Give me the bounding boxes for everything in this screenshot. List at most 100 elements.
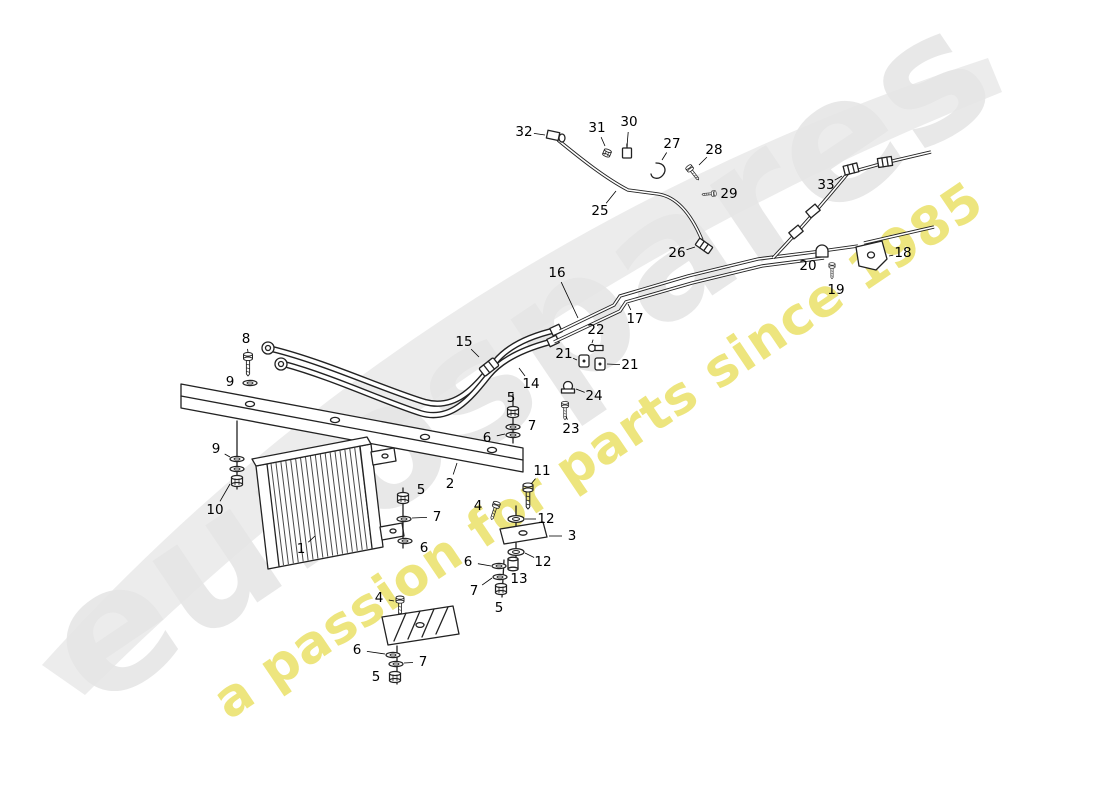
- part-callout-18[interactable]: 18: [894, 245, 911, 261]
- part-callout-24[interactable]: 24: [585, 388, 602, 404]
- washer-7: [505, 423, 521, 431]
- oil-cooler: [251, 436, 405, 570]
- callout-leader: [686, 246, 696, 251]
- pipe-union: [788, 224, 804, 240]
- callout-leader: [518, 367, 526, 377]
- part-callout-19[interactable]: 19: [827, 282, 844, 298]
- washer-7: [388, 660, 404, 668]
- callout-leader: [388, 599, 395, 602]
- callout-leader: [565, 415, 568, 420]
- washer: [229, 465, 245, 473]
- part-callout-21[interactable]: 21: [621, 357, 638, 373]
- callout-leader: [591, 339, 594, 344]
- part-callout-26[interactable]: 26: [668, 245, 685, 261]
- callout-leader: [560, 281, 579, 319]
- part-callout-15[interactable]: 15: [455, 334, 472, 350]
- part-callout-5[interactable]: 5: [495, 600, 504, 616]
- part-callout-30[interactable]: 30: [620, 114, 637, 130]
- part-callout-22[interactable]: 22: [587, 322, 604, 338]
- part-callout-2[interactable]: 2: [446, 476, 455, 492]
- nut-5: [494, 582, 508, 596]
- union-nut-31: [601, 147, 613, 159]
- part-callout-14[interactable]: 14: [522, 376, 539, 392]
- rubber-mount-21: [594, 357, 606, 371]
- callout-leader: [470, 348, 480, 358]
- callout-leader: [219, 483, 231, 502]
- clip-27: [650, 162, 666, 179]
- grommet-12: [507, 514, 525, 524]
- part-callout-9[interactable]: 9: [212, 441, 221, 457]
- callout-leader: [247, 348, 249, 353]
- part-callout-32[interactable]: 32: [515, 124, 532, 140]
- part-callout-1[interactable]: 1: [297, 541, 306, 557]
- part-callout-6[interactable]: 6: [464, 554, 473, 570]
- callout-leader: [627, 303, 632, 311]
- part-callout-20[interactable]: 20: [799, 258, 816, 274]
- part-callout-9[interactable]: 9: [226, 374, 235, 390]
- part-callout-6[interactable]: 6: [483, 430, 492, 446]
- callout-leader: [403, 662, 414, 664]
- callout-leader: [606, 363, 621, 365]
- part-callout-29[interactable]: 29: [720, 186, 737, 202]
- spacer-13: [507, 556, 519, 572]
- part-callout-13[interactable]: 13: [510, 571, 527, 587]
- union-nut-33: [876, 155, 894, 169]
- swoosh-watermark: [42, 58, 1002, 695]
- washer-9: [242, 379, 258, 387]
- callout-leader: [533, 133, 546, 136]
- grommet-12: [507, 547, 525, 557]
- part-callout-8[interactable]: 8: [242, 331, 251, 347]
- part-callout-7[interactable]: 7: [528, 418, 537, 434]
- part-callout-17[interactable]: 17: [626, 311, 643, 327]
- part-callout-4[interactable]: 4: [474, 498, 483, 514]
- part-callout-12[interactable]: 12: [537, 511, 554, 527]
- part-callout-33[interactable]: 33: [817, 177, 834, 193]
- callout-leader: [366, 651, 386, 655]
- callout-leader: [575, 388, 585, 393]
- callout-leader: [600, 136, 606, 147]
- callout-leader: [834, 175, 843, 181]
- callouts: 8991012567576114123121367546751514161722…: [206, 114, 911, 685]
- oil-hoses: [261, 323, 563, 419]
- washer-9: [229, 455, 245, 463]
- part-callout-10[interactable]: 10: [206, 502, 223, 518]
- part-callout-23[interactable]: 23: [562, 421, 579, 437]
- part-callout-27[interactable]: 27: [663, 136, 680, 152]
- part-callout-7[interactable]: 7: [419, 654, 428, 670]
- part-callout-28[interactable]: 28: [705, 142, 722, 158]
- washer-6: [397, 537, 413, 545]
- part-callout-25[interactable]: 25: [591, 203, 608, 219]
- part-callout-12[interactable]: 12: [534, 554, 551, 570]
- part-callout-16[interactable]: 16: [548, 265, 565, 281]
- callout-leader: [661, 152, 668, 161]
- washer-7: [396, 515, 412, 523]
- part-callout-3[interactable]: 3: [568, 528, 577, 544]
- part-callout-11[interactable]: 11: [533, 463, 550, 479]
- part-callout-21[interactable]: 21: [555, 346, 572, 362]
- callout-leader: [411, 517, 428, 519]
- part-callout-7[interactable]: 7: [470, 583, 479, 599]
- part-callout-31[interactable]: 31: [588, 120, 605, 136]
- part-callout-6[interactable]: 6: [353, 642, 362, 658]
- clamp-30: [621, 143, 633, 159]
- callout-leader: [524, 552, 535, 558]
- part-callout-4[interactable]: 4: [375, 590, 384, 606]
- nut-5: [396, 491, 410, 505]
- part-callout-5[interactable]: 5: [372, 669, 381, 685]
- part-callout-5[interactable]: 5: [507, 390, 516, 406]
- callout-leader: [530, 478, 536, 485]
- callout-leader: [572, 357, 578, 361]
- washer-6: [491, 562, 507, 570]
- callout-leader: [698, 156, 708, 166]
- pipe-union: [805, 203, 821, 219]
- clamp-20: [815, 244, 829, 258]
- washer-6: [505, 431, 521, 439]
- mounting-bracket-bar: [180, 383, 524, 473]
- part-callout-6[interactable]: 6: [420, 540, 429, 556]
- part-callout-7[interactable]: 7: [433, 509, 442, 525]
- part-callout-5[interactable]: 5: [417, 482, 426, 498]
- callout-leader: [888, 254, 894, 257]
- clamp-24: [560, 380, 576, 394]
- nut-5: [506, 405, 520, 419]
